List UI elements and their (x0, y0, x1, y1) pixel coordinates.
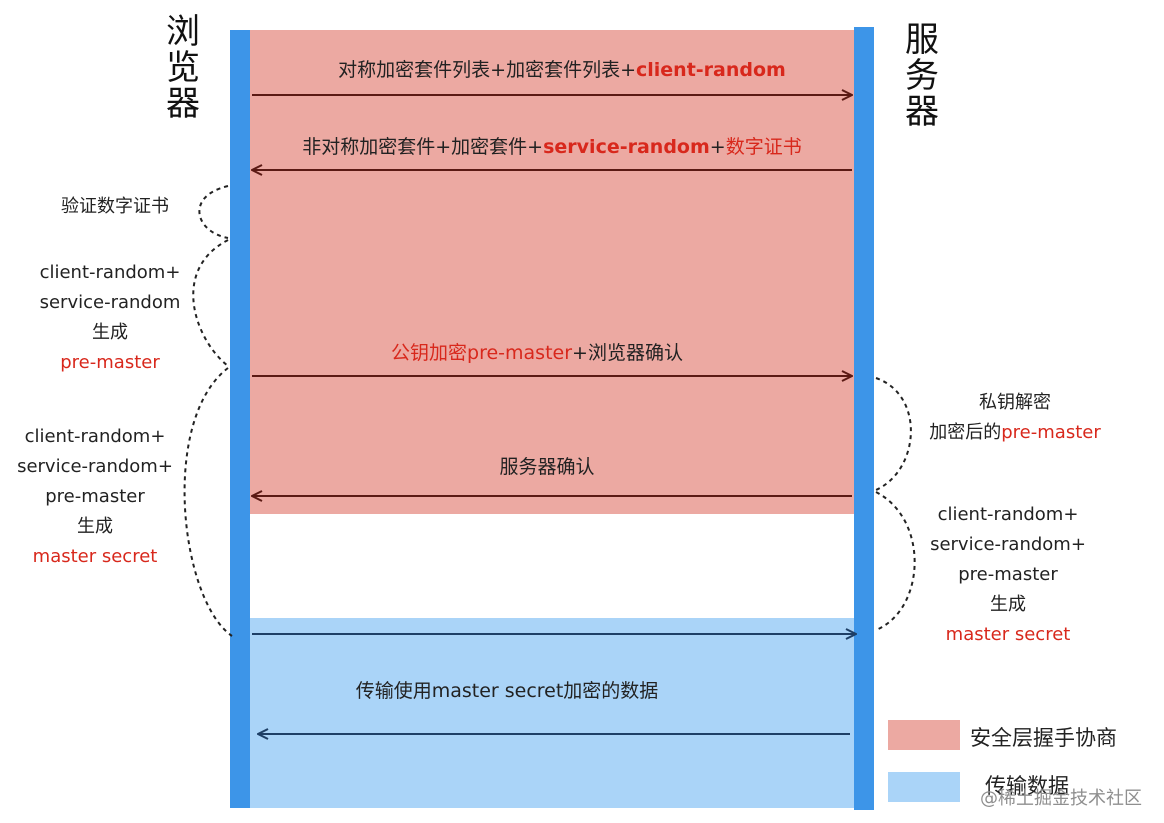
message-server-hello-text: 非对称加密套件+加密套件+ (302, 136, 544, 158)
note-server-master-line2: service-random+ (930, 534, 1086, 555)
message-server-hello-plus: + (709, 136, 726, 158)
server-actor-label: 服务器 (902, 22, 942, 130)
note-server-decrypt-line1: 私钥解密 (979, 392, 1051, 413)
message-client-hello: 对称加密套件列表+加密套件列表+client-random (250, 55, 874, 82)
premaster-label: pre-master (467, 342, 573, 364)
note-browser-master-line5: master secret (32, 546, 158, 567)
note-server-decrypt: 私钥解密 加密后的pre-master (915, 388, 1115, 448)
legend-transfer-swatch (888, 772, 960, 802)
note-server-master: client-random+ service-random+ pre-maste… (918, 500, 1098, 650)
legend-handshake-label: 安全层握手协商 (970, 722, 1117, 752)
service-random-label: service-random (543, 136, 710, 158)
message-premaster-text: +浏览器确认 (572, 342, 683, 364)
note-server-master-line3: pre-master (958, 564, 1058, 585)
browser-actor-text: 浏览器 (166, 12, 200, 124)
handshake-zone (250, 30, 854, 514)
brace-decrypt (875, 377, 912, 491)
brace-master-secret (183, 367, 233, 637)
note-browser-premaster-line2: service-random (39, 292, 181, 313)
watermark: @稀土掘金技术社区 (980, 784, 1142, 810)
browser-lifeline (230, 30, 250, 808)
browser-actor-label: 浏览器 (163, 14, 203, 122)
note-browser-master-line4: 生成 (77, 516, 113, 537)
note-server-master-line4: 生成 (990, 594, 1026, 615)
client-random-label: client-random (636, 59, 786, 81)
legend-handshake-swatch (888, 720, 960, 750)
transfer-zone (250, 618, 854, 808)
message-data-transfer-text: 传输使用master secret加密的数据 (355, 680, 659, 702)
watermark-text: @稀土掘金技术社区 (980, 788, 1142, 809)
legend-handshake-text: 安全层握手协商 (970, 726, 1117, 750)
legend-transfer-label: 传输数据 (985, 770, 1069, 800)
server-lifeline (854, 27, 874, 810)
message-client-hello-text: 对称加密套件列表+加密套件列表+ (338, 59, 636, 81)
message-server-confirm: 服务器确认 (250, 452, 854, 479)
brace-verify-cert (198, 185, 229, 239)
brace-server-master (875, 491, 916, 631)
note-browser-premaster: client-random+ service-random 生成 pre-mas… (20, 258, 200, 378)
note-browser-premaster-line3: 生成 (92, 322, 128, 343)
note-server-master-line1: client-random+ (937, 504, 1079, 525)
note-browser-master-line3: pre-master (45, 486, 145, 507)
server-actor-text: 服务器 (905, 20, 939, 132)
note-server-decrypt-line2a: 加密后的 (929, 422, 1002, 443)
message-data-transfer: 传输使用master secret加密的数据 (250, 676, 854, 703)
message-server-confirm-text: 服务器确认 (499, 456, 595, 478)
legend-transfer-text: 传输数据 (985, 774, 1069, 798)
note-browser-master-line1: client-random+ (24, 426, 166, 447)
note-server-master-line5: master secret (945, 624, 1071, 645)
note-verify-cert-text: 验证数字证书 (61, 196, 169, 217)
message-premaster: 公钥加密pre-master+浏览器确认 (250, 338, 854, 365)
note-browser-master-line2: service-random+ (17, 456, 173, 477)
note-server-decrypt-line2b: pre-master (1001, 422, 1101, 443)
certificate-label: 数字证书 (725, 136, 802, 158)
note-browser-master: client-random+ service-random+ pre-maste… (5, 422, 185, 572)
note-browser-premaster-line1: client-random+ (39, 262, 181, 283)
message-server-hello: 非对称加密套件+加密套件+service-random+数字证书 (250, 132, 854, 159)
note-browser-premaster-line4: pre-master (60, 352, 160, 373)
note-verify-cert: 验证数字证书 (40, 192, 190, 222)
public-key-encrypt-label: 公钥加密 (391, 342, 468, 364)
